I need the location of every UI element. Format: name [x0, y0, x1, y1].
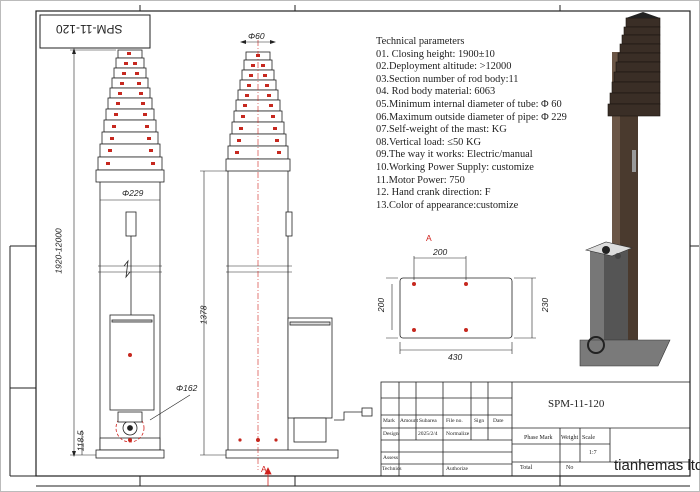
section-label-bottom: A — [261, 464, 267, 474]
no-label: No — [566, 465, 574, 471]
header-cell: Sign — [474, 418, 485, 424]
technical-parameters: Technical parameters 01. Closing height:… — [376, 36, 676, 212]
parameter-line: 12. Hand crank direction: F — [376, 187, 491, 199]
side-dimension-lines — [200, 41, 270, 456]
header-cell: Amount — [400, 418, 419, 424]
hole-spacing-y-label: 200 — [376, 297, 387, 313]
parameter-line: 01. Closing height: 1900±10 — [376, 48, 495, 60]
section-arrow-a — [264, 467, 272, 486]
design-date: 2025/2/4 — [418, 431, 438, 437]
parameter-line: 09.The way it works: Electric/manual — [376, 149, 533, 161]
scale-value: 1:7 — [589, 450, 597, 456]
parameter-line: 07.Self-weight of the mast: KG — [376, 124, 507, 136]
scale-label: Scale — [582, 435, 595, 441]
top-diameter-label: Φ60 — [248, 31, 265, 41]
base-height-label: 118.5 — [75, 430, 86, 452]
plate-width-label: 430 — [448, 352, 463, 362]
parameter-line: 13.Color of appearance:customize — [376, 199, 519, 211]
parameter-line: 08.Vertical load: ≤50 KG — [376, 136, 481, 148]
normalize-label: Normalize — [446, 431, 470, 437]
mast-3d-render — [579, 12, 671, 367]
drawing-number: SPM-11-120 — [548, 398, 605, 410]
parameter-line: 02.Deployment altitude: >12000 — [376, 61, 512, 73]
parameter-line: 04. Rod body material: 6063 — [376, 86, 496, 98]
parameter-line: 03.Section number of rod body:11 — [376, 73, 519, 85]
overall-height-label: 1920-12000 — [53, 228, 64, 274]
parameter-line: 06.Maximum outside diameter of pipe: Φ 2… — [376, 111, 567, 123]
front-view — [95, 49, 165, 459]
mounting-holes — [412, 282, 468, 332]
header-cell: File no. — [446, 418, 463, 424]
plate-depth-label: 230 — [540, 297, 551, 313]
phase-mark-label: Phase Mark — [524, 435, 553, 441]
main-diameter-label: Φ229 — [122, 188, 144, 198]
title-block-grid — [380, 381, 691, 477]
company-name: tianhemas ltd — [614, 457, 700, 474]
header-cell: Date — [493, 418, 504, 424]
front-section-markers — [106, 52, 155, 442]
parameters-heading: Technical parameters — [376, 36, 465, 47]
base-circle-label: Φ162 — [176, 383, 198, 393]
total-label: Total — [520, 465, 533, 471]
technics-label: Technics — [382, 466, 402, 472]
corner-drawing-code: SPM-11-120 — [56, 22, 123, 36]
side-section-markers — [235, 54, 281, 442]
side-height-label: 1378 — [198, 305, 209, 325]
header-cell: Subarea — [419, 418, 437, 424]
authorize-label: Authorize — [446, 466, 468, 472]
design-label: Design — [383, 431, 399, 437]
assess-label: Assess — [383, 455, 398, 461]
hole-spacing-x-label: 200 — [433, 247, 448, 257]
corner-code-box — [39, 14, 151, 49]
plate-dimension-lines — [391, 256, 536, 354]
section-label-top: A — [426, 233, 432, 243]
base-plate-view — [386, 277, 513, 339]
parameter-line: 11.Motor Power: 750 — [376, 174, 465, 186]
parameter-line: 05.Minimum internal diameter of tube: Φ … — [376, 98, 562, 110]
weight-label: Weight — [561, 435, 579, 441]
header-cell: Mark — [383, 418, 395, 424]
drawing-border — [35, 10, 691, 477]
parameter-line: 10.Working Power Supply: customize — [376, 161, 534, 173]
